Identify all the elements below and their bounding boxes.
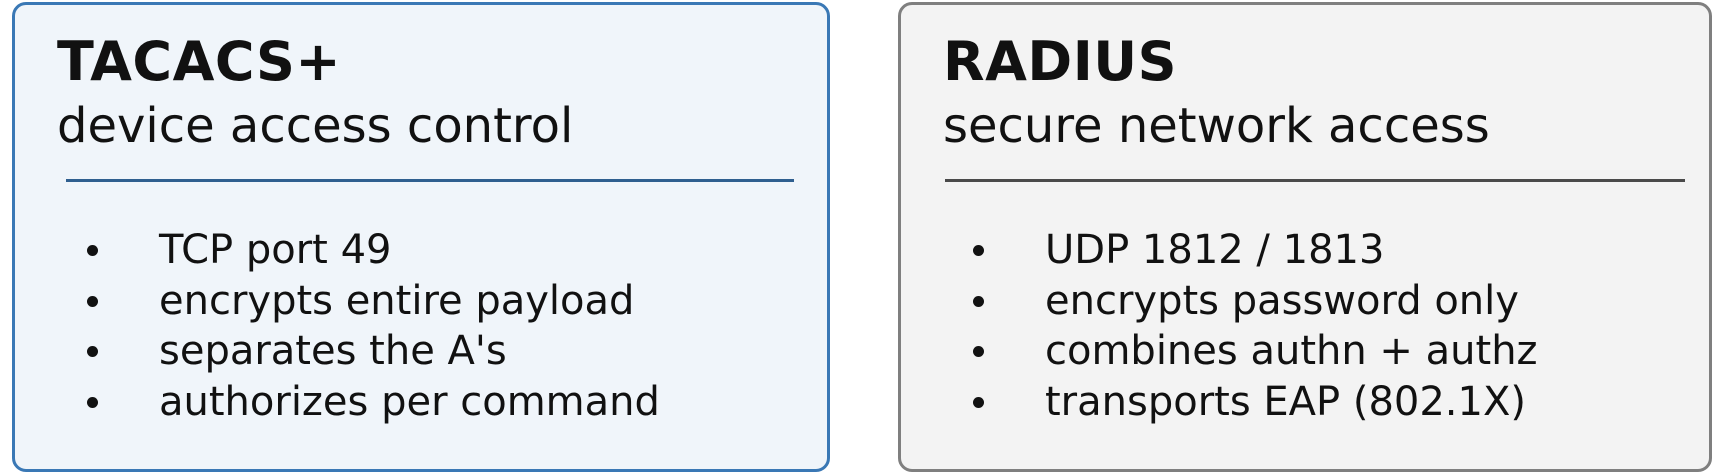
radius-bullet-text: encrypts password only — [1045, 277, 1519, 324]
tacacs-bullet-text: TCP port 49 — [159, 227, 392, 273]
bullet-dot-icon — [87, 245, 98, 256]
radius-bullet-item: UDP 1812 / 1813 — [965, 225, 1538, 276]
radius-bullet-text: transports EAP (802.1X) — [1045, 378, 1526, 425]
tacacs-bullet-item: encrypts entire payload — [79, 276, 660, 327]
bullet-dot-icon — [87, 396, 98, 408]
bullet-dot-icon — [973, 346, 984, 357]
bullet-dot-icon — [973, 245, 984, 256]
tacacs-subtitle: device access control — [57, 98, 574, 154]
radius-title: RADIUS — [943, 30, 1178, 93]
radius-bullet-text: UDP 1812 / 1813 — [1045, 227, 1385, 273]
tacacs-bullet-item: separates the A's — [79, 326, 660, 377]
bullet-dot-icon — [87, 295, 98, 307]
radius-card: RADIUS secure network access UDP 1812 / … — [898, 2, 1712, 472]
tacacs-divider — [66, 179, 794, 182]
tacacs-bullet-item: TCP port 49 — [79, 225, 660, 276]
tacacs-card: TACACS+ device access control TCP port 4… — [12, 2, 830, 472]
radius-bullet-item: combines authn + authz — [965, 326, 1538, 377]
radius-divider — [945, 179, 1685, 182]
radius-bullet-item: encrypts password only — [965, 276, 1538, 327]
radius-bullet-list: UDP 1812 / 1813 encrypts password only c… — [965, 225, 1538, 427]
radius-bullet-item: transports EAP (802.1X) — [965, 377, 1538, 428]
tacacs-bullet-list: TCP port 49 encrypts entire payload sepa… — [79, 225, 660, 427]
bullet-dot-icon — [87, 346, 98, 357]
tacacs-bullet-text: encrypts entire payload — [159, 277, 635, 324]
tacacs-bullet-text: authorizes per command — [159, 378, 660, 425]
bullet-dot-icon — [973, 295, 984, 307]
radius-bullet-text: combines authn + authz — [1045, 328, 1538, 374]
bullet-dot-icon — [973, 396, 984, 408]
tacacs-bullet-text: separates the A's — [159, 328, 507, 374]
tacacs-bullet-item: authorizes per command — [79, 377, 660, 428]
tacacs-title: TACACS+ — [57, 30, 342, 93]
radius-subtitle: secure network access — [943, 98, 1490, 154]
